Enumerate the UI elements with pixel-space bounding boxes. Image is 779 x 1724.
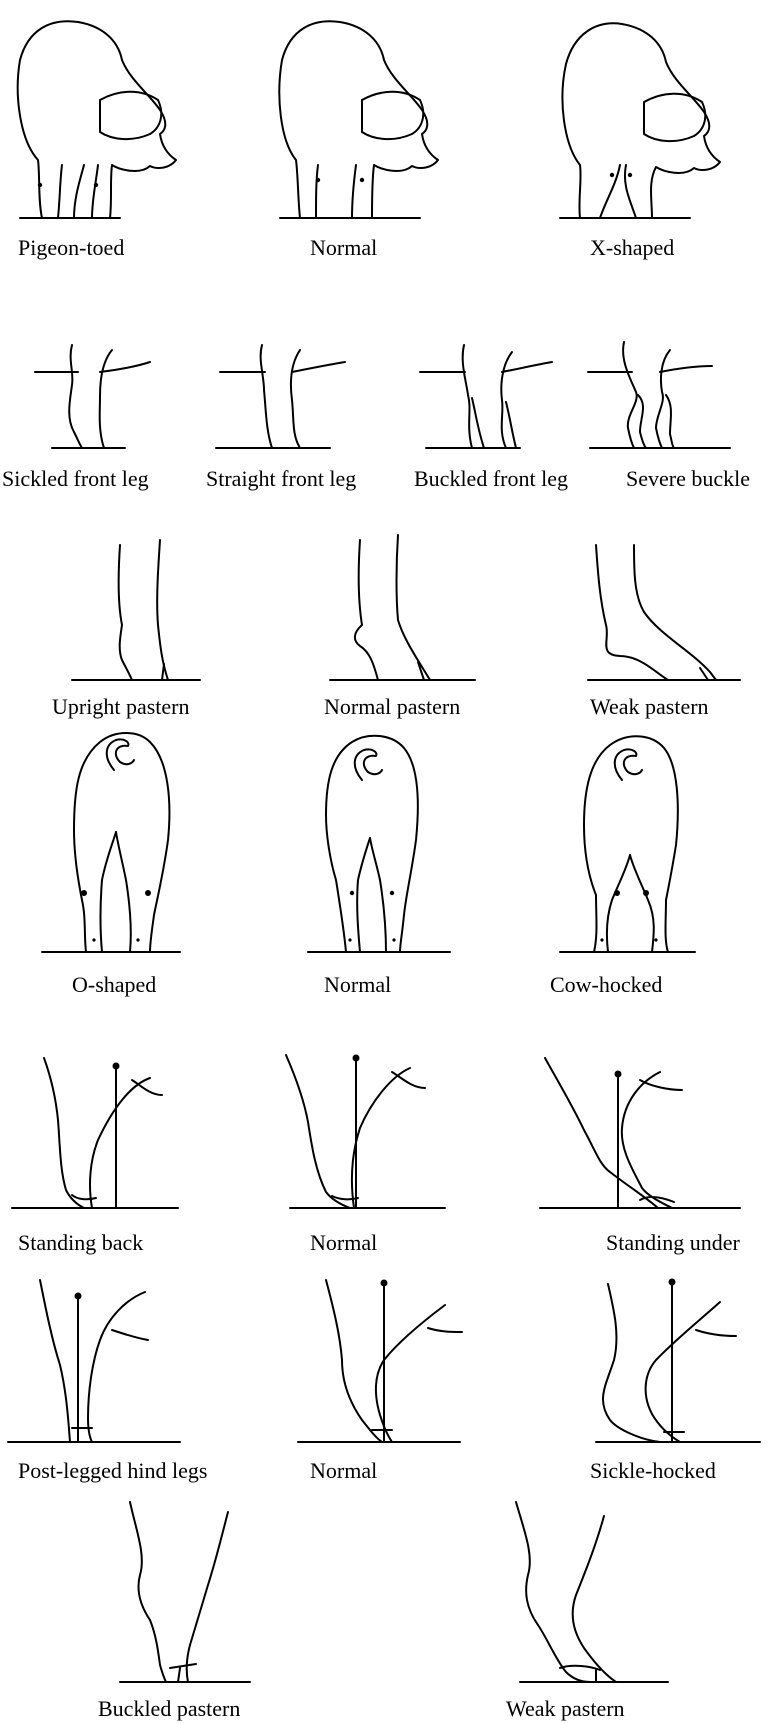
leg-severe-buckle: [588, 342, 730, 448]
caption-cow-hocked: Cow-hocked: [550, 972, 662, 998]
pastern-weak: [588, 545, 740, 680]
leg-straight-front: [216, 345, 345, 448]
pig-rear-normal: [308, 736, 450, 952]
hind-sickle-hocked: [596, 1279, 760, 1443]
caption-normal-hock: Normal: [310, 1458, 377, 1484]
caption-standing-back: Standing back: [18, 1230, 143, 1256]
caption-normal-front: Normal: [310, 235, 377, 261]
caption-buckled-pastern: Buckled pastern: [98, 1696, 240, 1722]
pig-front-pigeon-toed: [18, 21, 176, 218]
pastern-normal: [330, 535, 475, 680]
pastern-weak-hind: [516, 1502, 668, 1682]
caption-o-shaped: O-shaped: [72, 972, 156, 998]
hind-post-legged: [8, 1280, 180, 1442]
caption-pigeon-toed: Pigeon-toed: [18, 235, 124, 261]
caption-sickle-hocked: Sickle-hocked: [590, 1458, 716, 1484]
caption-normal-stance: Normal: [310, 1230, 377, 1256]
caption-upright-pastern: Upright pastern: [52, 694, 189, 720]
caption-severe-buckle: Severe buckle: [626, 466, 750, 492]
hind-standing-under: [540, 1058, 740, 1208]
pig-rear-o-shaped: [42, 733, 180, 952]
pastern-buckled: [120, 1502, 250, 1682]
caption-straight-front-leg: Straight front leg: [206, 466, 356, 492]
caption-normal-pastern: Normal pastern: [324, 694, 460, 720]
caption-x-shaped: X-shaped: [590, 235, 674, 261]
hind-normal-2: [298, 1280, 462, 1443]
pig-rear-cow-hocked: [560, 736, 695, 952]
caption-post-legged: Post-legged hind legs: [18, 1458, 207, 1484]
hind-normal-1: [286, 1055, 445, 1209]
caption-weak-pastern: Weak pastern: [590, 694, 709, 720]
leg-buckled-front: [420, 345, 552, 448]
caption-normal-rear: Normal: [324, 972, 391, 998]
hind-standing-back: [12, 1058, 178, 1208]
pastern-upright: [72, 540, 200, 680]
caption-weak-pastern-hind: Weak pastern: [506, 1696, 625, 1722]
caption-buckled-front-leg: Buckled front leg: [414, 466, 568, 492]
caption-sickled-front-leg: Sickled front leg: [2, 466, 149, 492]
caption-standing-under: Standing under: [606, 1230, 740, 1256]
pig-front-x-shaped: [560, 23, 720, 218]
pig-front-normal: [279, 21, 438, 218]
leg-sickled-front: [35, 345, 150, 448]
